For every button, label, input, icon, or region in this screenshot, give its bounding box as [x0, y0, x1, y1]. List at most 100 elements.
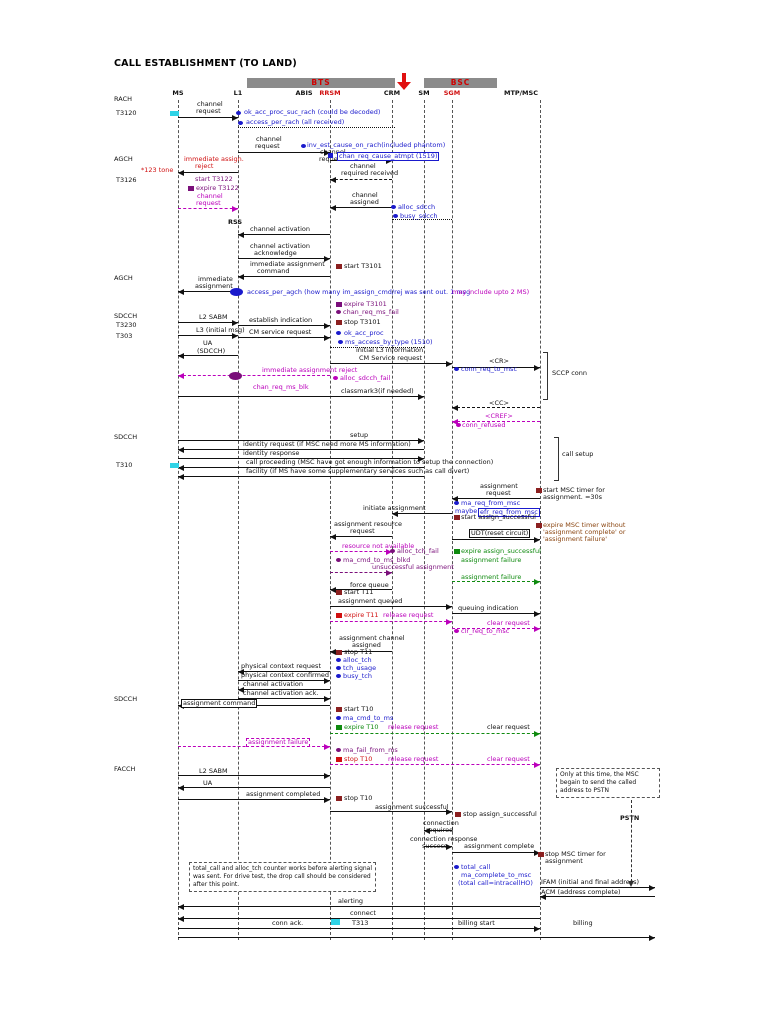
label-required: required: [426, 826, 454, 834]
message-line: [424, 830, 452, 831]
arrowhead-icon: [238, 274, 244, 280]
label-assigned: assigned: [350, 198, 379, 206]
arrowhead-icon: [452, 496, 458, 502]
label-123-tone: *123 tone: [141, 166, 174, 174]
label-start-assign-successful: start assign_successful: [461, 513, 536, 521]
arrowhead-icon: [330, 205, 336, 211]
label-establish-indication: establish indication: [249, 316, 313, 324]
message-line: [540, 887, 655, 888]
label-connection: connection: [423, 819, 459, 827]
label-conn-ack: conn ack.: [272, 919, 304, 927]
label-channel: channel: [350, 162, 376, 170]
label-efr-req-from-msc: efr_req_from_msc: [478, 508, 540, 517]
counter-dot: [336, 748, 341, 752]
message-line: [238, 671, 330, 672]
message-line: [178, 291, 238, 292]
message-line: [238, 152, 330, 153]
label-queuing-indication: queuing indication: [458, 604, 519, 612]
timer-box: [336, 707, 342, 712]
message-line: [178, 799, 330, 800]
label-channel: channel: [197, 100, 223, 108]
counter-dot: [336, 666, 341, 670]
label-stop-t10: stop T10: [344, 794, 373, 802]
message-line: [452, 367, 540, 368]
label-force-queue: force queue: [350, 581, 389, 589]
label-request: request: [196, 199, 221, 207]
message-line: [452, 407, 540, 408]
lifeline-label-ms: MS: [172, 89, 184, 97]
arrowhead-icon: [446, 809, 452, 815]
label-request: request: [350, 527, 375, 535]
label-assignment-failure: assignment failure: [461, 556, 522, 564]
message-line: [178, 787, 330, 788]
label-stop-assign-successful: stop assign_successful: [463, 810, 537, 818]
label-channel-activation: channel activation: [250, 225, 310, 233]
counter-dot: [336, 331, 341, 335]
arrowhead-icon: [324, 773, 330, 779]
interface-down-arrow-icon: [402, 73, 406, 83]
label-assignment-failure: 'assignment failure': [543, 535, 607, 543]
label-tch-usage: tch_usage: [343, 664, 377, 672]
arrowhead-icon: [178, 465, 184, 471]
message-line: [330, 589, 392, 590]
page-title: CALL ESTABLISHMENT (TO LAND): [114, 58, 297, 69]
label-sccp-conn: SCCP conn: [552, 369, 587, 377]
message-line: [452, 613, 540, 614]
message-line: [424, 846, 452, 847]
counter-dot: [338, 340, 343, 344]
label-t303: T303: [116, 332, 133, 340]
label-udt-reset-circuit: UDT(reset circuit): [469, 529, 531, 538]
arrowhead-icon: [446, 361, 452, 367]
label-ma-cmd-to-ms-blkd: ma_cmd_to_ms_blkd: [343, 556, 411, 564]
label-facility-if-ms-have-some-supplementary-ser: facility (if MS have some supplementary …: [246, 467, 470, 475]
arrowhead-icon: [534, 626, 540, 632]
arrowhead-icon: [534, 731, 540, 737]
arrowhead-icon: [540, 894, 546, 900]
message-line: [178, 322, 238, 323]
arrowhead-icon: [386, 549, 392, 555]
label-billing: billing: [573, 919, 593, 927]
label-physical-context-request: physical context request: [241, 662, 321, 670]
lifeline-label-rrsm: RRSM: [319, 89, 341, 97]
label-sdcch: SDCCH: [114, 312, 138, 320]
label-alerting: alerting: [338, 897, 364, 905]
arrowhead-icon: [424, 828, 430, 834]
counter-dot: [301, 144, 306, 148]
arrowhead-icon: [232, 115, 238, 121]
label-conn-req-to-msc: conn_req_to_msc: [461, 365, 518, 373]
label-expire-assign-successful: expire assign_successful: [461, 547, 541, 555]
label-expire-t3101: expire T3101: [344, 300, 387, 308]
label-assignment-complete-or: 'assignment complete' or: [543, 528, 626, 536]
arrowhead-icon: [232, 320, 238, 326]
label-assignment-successful: assignment successful: [375, 803, 449, 811]
label-stop-msc-timer-for: stop MSC timer for: [545, 850, 606, 858]
timer-box: [454, 515, 460, 520]
label-expire-t11: expire T11: [344, 611, 379, 619]
label-start-t10: start T10: [344, 705, 374, 713]
label-assignment-channel: assignment channel: [339, 634, 405, 642]
label-channel-activation: channel activation: [243, 680, 303, 688]
label-assignment-resource: assignment resource: [334, 520, 402, 528]
label-l3-initial-msg: L3 (initial msg): [196, 326, 245, 334]
label-initiate-assignment: initiate assignment: [363, 504, 426, 512]
label-assigned: assigned: [352, 641, 381, 649]
arrowhead-icon: [418, 456, 424, 462]
timer-box: [536, 488, 542, 493]
message-line: [330, 606, 452, 607]
arrowhead-icon: [330, 649, 336, 655]
label-assignment-30s: assignment. =30s: [543, 493, 603, 501]
label-cr: <CR>: [489, 357, 509, 365]
label-physical-context-confirmed: physical context confirmed: [241, 671, 330, 679]
label-assignment-completed: assignment completed: [246, 790, 321, 798]
message-line: [178, 355, 238, 356]
counter-dot: [391, 205, 396, 209]
arrowhead-icon: [418, 394, 424, 400]
arrowhead-icon: [178, 904, 184, 910]
arrowhead-icon: [178, 474, 184, 480]
counter-dot: [454, 501, 459, 505]
arrowhead-icon: [178, 170, 184, 176]
label-start-t11: start T11: [344, 588, 374, 596]
lifeline-label-mtp-msc: MTP/MSC: [504, 89, 538, 97]
label-acm-address-complete: ACM (address complete): [541, 888, 621, 896]
